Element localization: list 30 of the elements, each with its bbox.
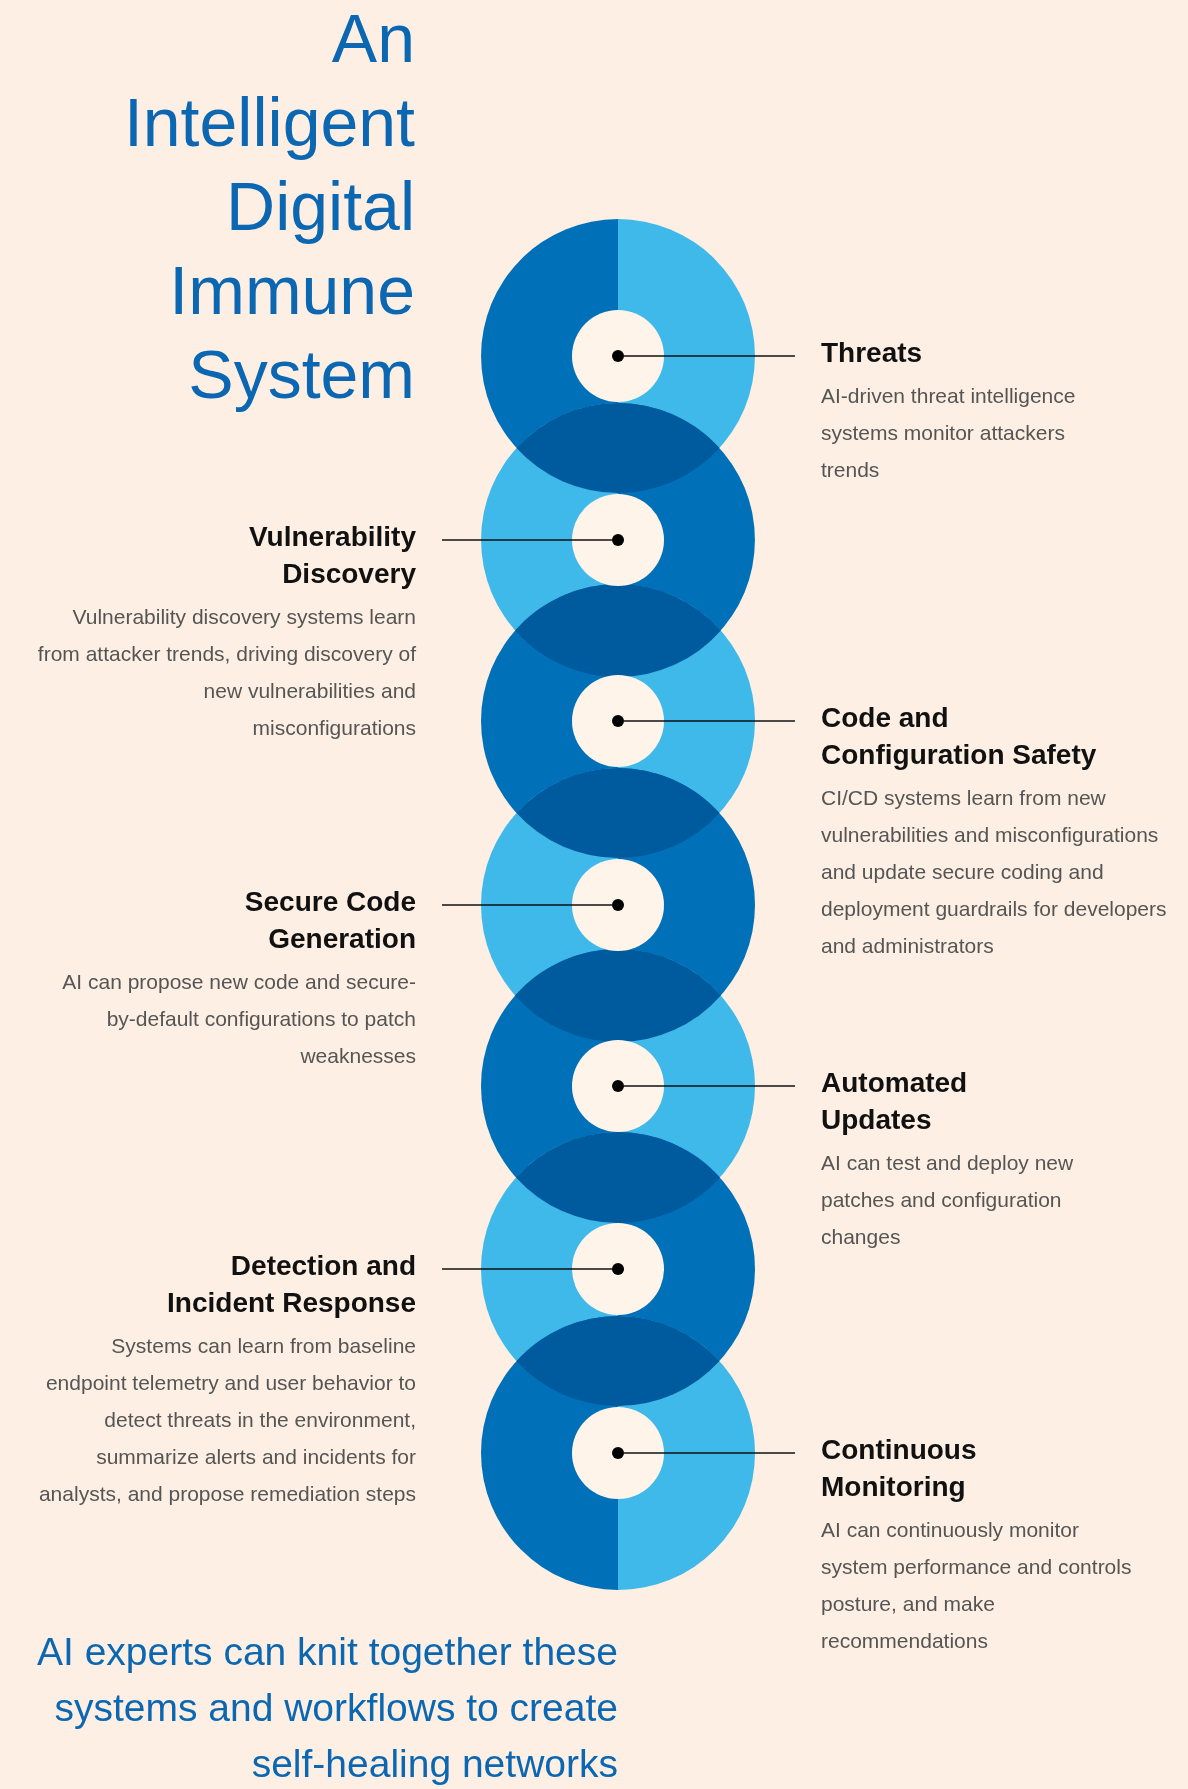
description: CI/CD systems learn from new vulnerabilities and misconfigurations and update secure coding and deployment guardrails for developers and administrators — [821, 785, 1168, 959]
leader-line — [623, 1085, 796, 1087]
heading: Secure Code Generation — [243, 885, 416, 956]
heading: Threats — [821, 336, 924, 370]
center-dot — [612, 899, 624, 911]
title: An Intelligent Digital Immune System — [122, 0, 415, 414]
center-dot — [612, 350, 624, 362]
description: Systems can learn from baseline endpoint telemetry and user behavior to detect threats in the environment, summarize alerts and incidents for analysts, and propose remediation steps — [37, 1333, 416, 1507]
center-dot — [612, 1080, 624, 1092]
center-dot — [612, 534, 624, 546]
description: AI can propose new code and secure-by-default configurations to patch weaknesses — [61, 969, 416, 1069]
leader-line — [623, 720, 796, 722]
description: AI can test and deploy new patches and configuration changes — [821, 1150, 1075, 1250]
leader-line — [441, 904, 613, 906]
caption: AI experts can knit together these systems and workflows to create self-healing networks — [36, 1629, 618, 1787]
heading: Code and Configuration Safety — [821, 701, 1098, 772]
heading: Vulnerability Discovery — [248, 520, 416, 591]
leader-line — [623, 355, 796, 357]
heading: Continuous Monitoring — [821, 1433, 978, 1504]
leader-line — [441, 1268, 613, 1270]
heading: Automated Updates — [821, 1066, 969, 1137]
center-dot — [612, 715, 624, 727]
heading: Detection and Incident Response — [166, 1249, 416, 1320]
leader-line — [623, 1452, 796, 1454]
description: Vulnerability discovery systems learn from attacker trends, driving discovery of new vulnerabilities and misconfigurations — [36, 604, 416, 741]
center-dot — [612, 1447, 624, 1459]
leader-line — [441, 539, 613, 541]
description: AI can continuously monitor system performance and controls posture, and make recommendations — [821, 1517, 1133, 1654]
center-dot — [612, 1263, 624, 1275]
description: AI-driven threat intelligence systems monitor attackers trends — [821, 383, 1077, 483]
